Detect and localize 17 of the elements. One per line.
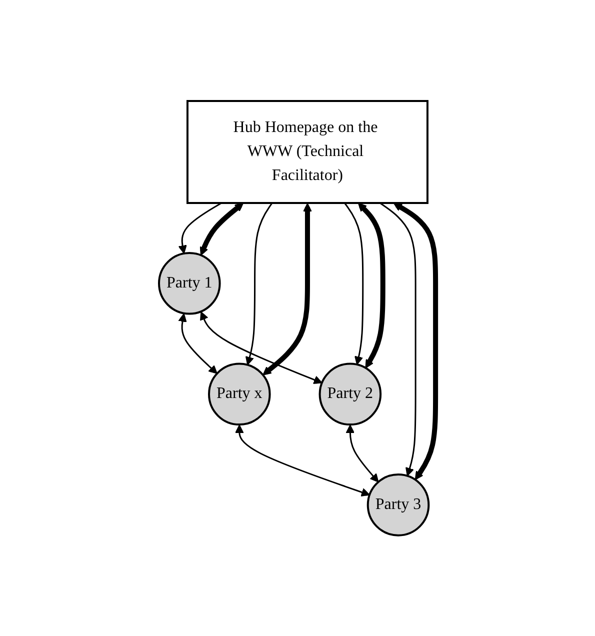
node-circle: Party x (208, 362, 271, 426)
arrow (178, 313, 218, 374)
arrow (394, 202, 438, 480)
arrow (262, 202, 312, 376)
arrow (380, 202, 417, 476)
node-box: Hub Homepage on the WWW (Technical Facilitator) (186, 100, 429, 204)
node-circle: Party 1 (158, 252, 221, 315)
arrow (178, 202, 222, 254)
arrow (200, 311, 323, 384)
arrow (344, 202, 364, 365)
arrow (246, 202, 273, 366)
node-circle: Party 3 (367, 473, 430, 536)
arrow (346, 424, 379, 482)
arrow (358, 202, 386, 368)
arrow (200, 202, 244, 256)
node-circle: Party 2 (319, 362, 382, 426)
arrow (235, 424, 370, 496)
